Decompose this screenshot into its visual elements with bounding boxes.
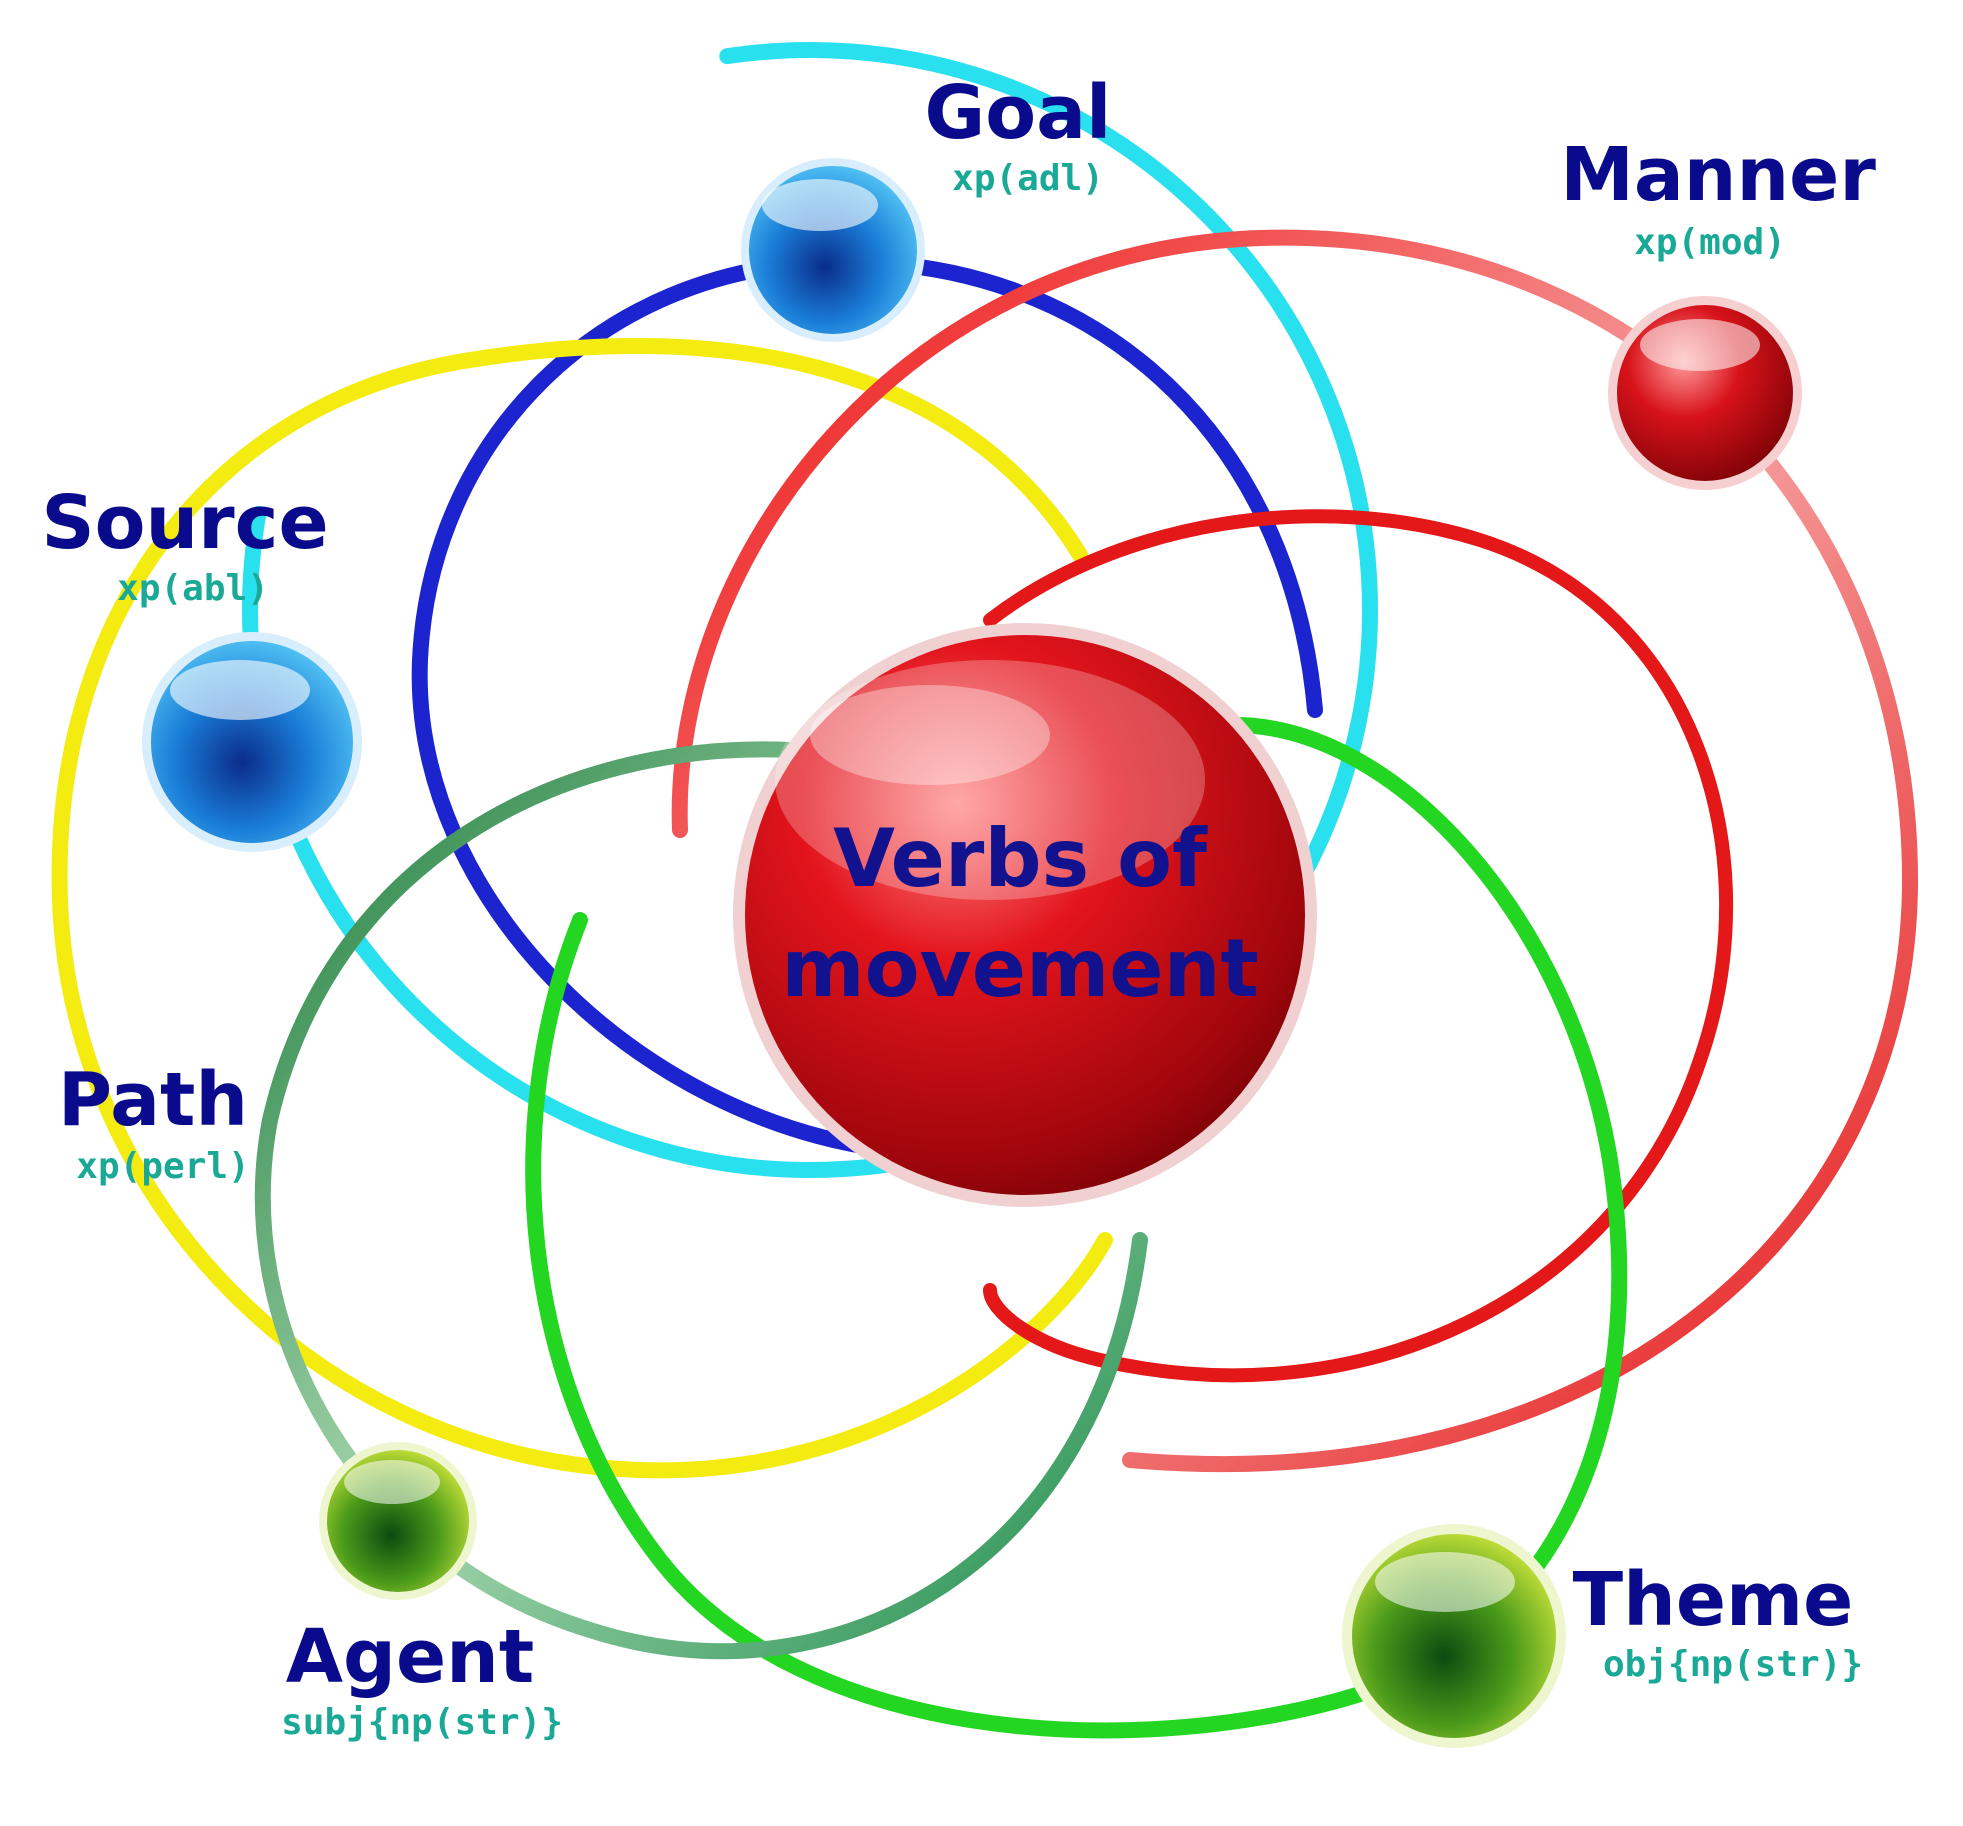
source-label: Source: [41, 480, 328, 566]
center-title-line2: movement: [781, 922, 1259, 1015]
goal-code: xp(adl): [952, 158, 1104, 199]
darkgreen-orbit: [254, 741, 1148, 1660]
center-sphere: [733, 623, 1317, 1207]
green-orbit: [525, 717, 1628, 1739]
source-code: xp(abl): [117, 568, 269, 609]
theme-label: Theme: [1573, 1557, 1854, 1643]
path-code: xp(perl): [76, 1146, 249, 1187]
theme-code: obj{np(str)}: [1603, 1644, 1863, 1685]
path-label: Path: [58, 1057, 248, 1143]
manner-sphere: [1608, 296, 1802, 490]
goal-label: Goal: [925, 70, 1112, 156]
manner-label: Manner: [1560, 132, 1876, 218]
center-title-line1: Verbs of: [833, 812, 1208, 905]
goal-sphere: [741, 158, 925, 342]
agent-sphere: [319, 1442, 477, 1600]
agent-code: subj{np(str)}: [281, 1702, 563, 1743]
blue-orbit: [411, 253, 1323, 1161]
yellow-orbit: [51, 338, 1113, 1479]
manner-code: xp(mod): [1634, 222, 1786, 263]
red-orbit-inner: [983, 509, 1734, 1383]
theme-sphere: [1342, 1524, 1566, 1748]
source-sphere: [142, 632, 362, 852]
agent-label: Agent: [286, 1614, 535, 1700]
